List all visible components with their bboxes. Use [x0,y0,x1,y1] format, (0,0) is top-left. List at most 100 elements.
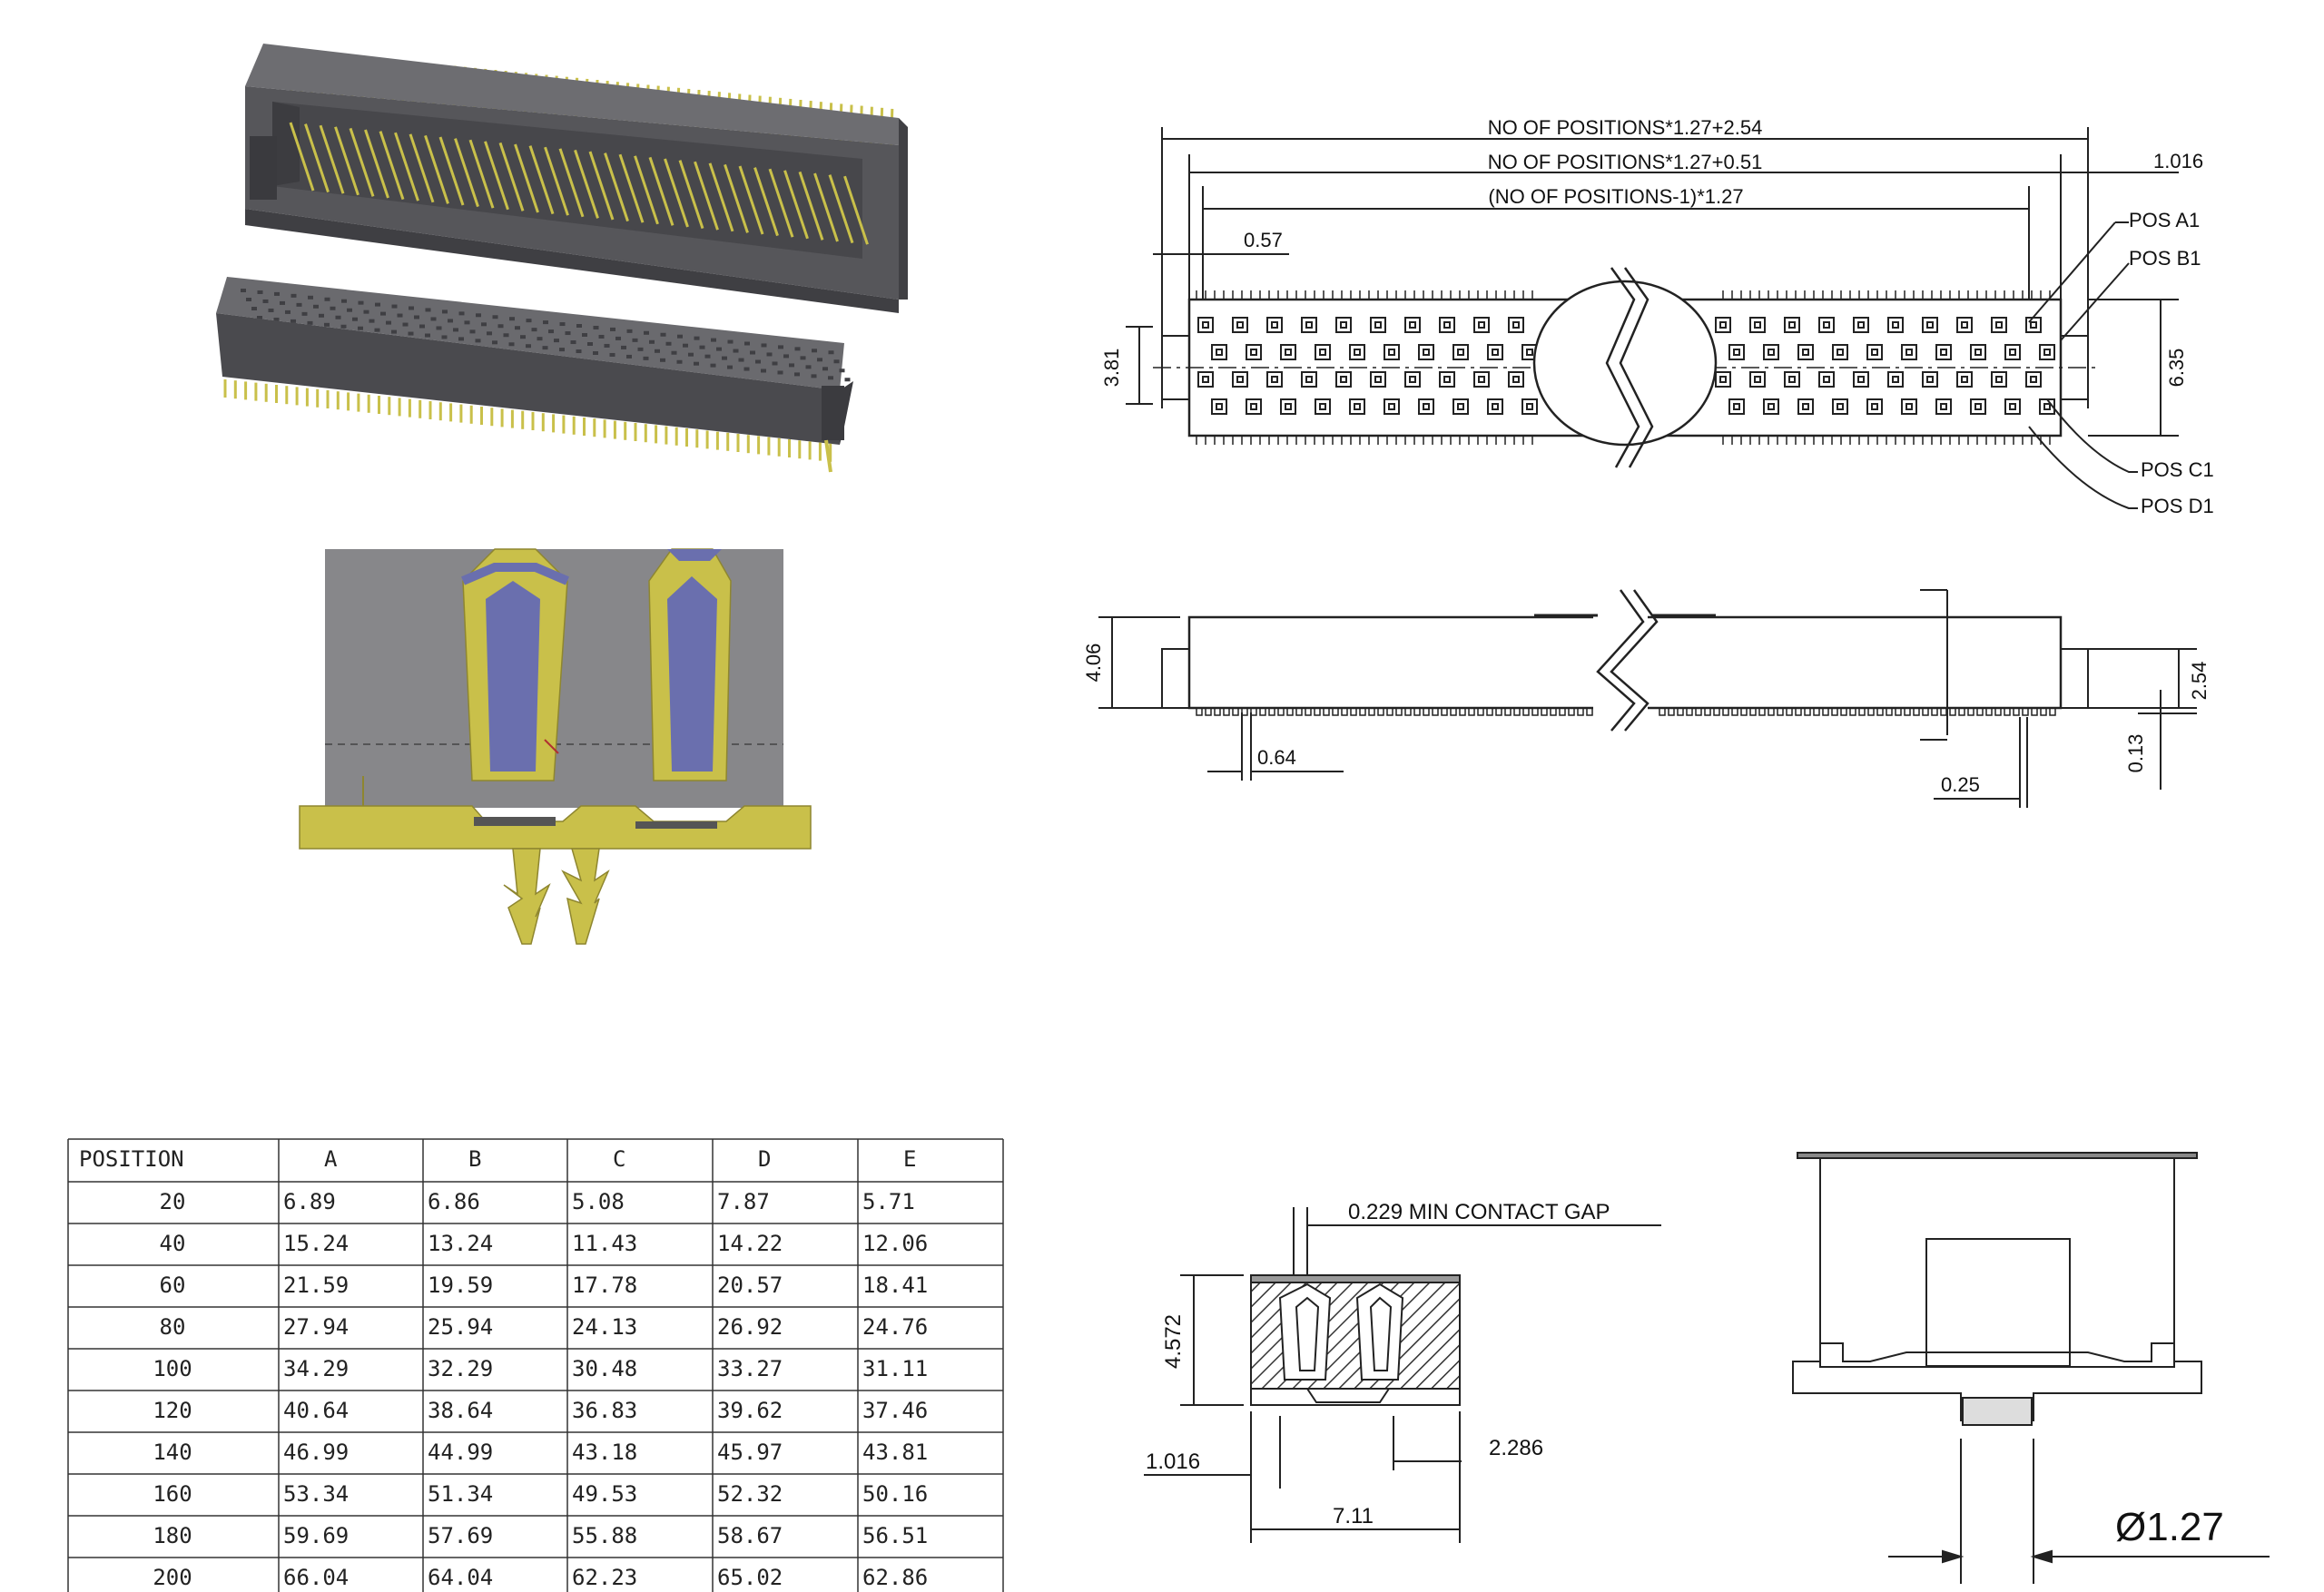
side-tooth [1822,708,1829,716]
side-tooth [1922,708,1929,716]
side-tooth [1577,708,1584,716]
label-pos-d1: POS D1 [2141,495,2214,517]
header-inner-contact [409,133,435,203]
contact-cell [1301,317,1317,333]
contact-cell [2004,398,2021,415]
contact-cell [1418,344,1434,360]
contact-cell-inner [1457,349,1464,356]
side-tooth [1277,708,1285,716]
contact-cell [1232,317,1248,333]
side-tooth [1568,708,1575,716]
receptacle-hole [794,372,800,377]
table-cell: 58.67 [717,1523,783,1548]
receptacle-hole [308,295,313,300]
contact-cell-inner [1823,321,1830,329]
side-tooth [1241,708,1248,716]
header-inner-contact [574,149,599,219]
contact-cell [1404,317,1421,333]
contact-cell [1991,371,2007,388]
side-tooth [1731,708,1738,716]
table-cell: 39.62 [717,1398,783,1423]
receptacle-hole [655,349,660,353]
contact-cell-inner [1768,403,1775,410]
contact-cell-inner [1388,403,1395,410]
contact-cell-inner [1250,403,1257,410]
contact-cell-inner [1388,349,1395,356]
side-tooth [1368,708,1375,716]
table-cell: 25.94 [428,1314,493,1340]
receptacle-hole [570,340,576,345]
side-tooth [1531,708,1539,716]
receptacle-hole [520,335,526,339]
table-cell: 26.92 [717,1314,783,1340]
receptacle-hole [475,339,481,343]
contact-cell [1439,317,1455,333]
contact-cell-inner [1354,349,1361,356]
receptacle-hole [358,326,363,330]
contact-cell-inner [1305,321,1313,329]
table-header-cell: C [613,1146,625,1172]
receptacle-hole [576,349,582,354]
contact-cell-inner [1926,321,1934,329]
dim-013: 0.13 [2124,734,2147,773]
dim-711: 7.11 [1333,1504,1374,1528]
side-tooth [1377,708,1384,716]
receptacle-hole [448,319,453,323]
receptacle-hole [280,300,285,305]
receptacle-hole [330,306,336,310]
contact-cell [1970,398,1986,415]
side-tooth [1895,708,1902,716]
dim-contact-gap: 0.229 MIN CONTACT GAP [1348,1200,1610,1224]
side-tooth [1722,708,1729,716]
header-inner-contact [813,172,839,242]
side-tooth [1359,708,1366,716]
side-tooth [1985,708,1993,716]
side-tooth [1949,708,1956,716]
side-tooth [1550,708,1557,716]
contact-cell-inner [1354,403,1361,410]
receptacle-hole [290,319,296,323]
header-inner-contact [484,141,509,211]
side-tooth [2040,708,2047,716]
table-cell: 40.64 [283,1398,349,1423]
header-inner-contact [618,153,645,223]
contact-cell [1991,317,2007,333]
contact-cell [1901,398,1917,415]
receptacle-hole [542,346,548,350]
contact-cell-inner [1940,349,1947,356]
receptacle-hole [425,333,430,338]
side-tooth [1813,708,1820,716]
contact-cell-inner [1443,376,1451,383]
receptacle-hole [543,320,548,325]
dim-254: 2.54 [2188,662,2211,701]
receptacle-hole [290,293,297,298]
receptacle-connector-render [216,277,853,473]
contact-cell-inner [1940,403,1947,410]
contact-cell-inner [1319,349,1326,356]
contact-cell-inner [1823,376,1830,383]
side-tooth [1704,708,1711,716]
contact-cell-inner [1526,349,1533,356]
receptacle-hole [515,326,520,330]
table-cell: 180 [153,1523,192,1548]
receptacle-hole [822,367,828,371]
contact-cell-inner [1409,321,1416,329]
table-cell: 40 [160,1231,186,1256]
table-cell: 120 [153,1398,192,1423]
receptacle-hole [425,308,431,312]
contact-cell [1922,371,1938,388]
contact-cell-inner [1995,376,2003,383]
contact-cell [1266,317,1283,333]
receptacle-hole [436,326,442,330]
contact-cell [1508,371,1524,388]
header-inner-contact [753,167,779,237]
contact-cell [1728,398,1745,415]
table-cell: 20 [160,1189,186,1214]
receptacle-hole [833,359,840,364]
table-cell: 62.23 [572,1565,637,1590]
receptacle-hole [716,347,722,351]
contact-cell [1715,371,1731,388]
label-pos-a1: POS A1 [2129,209,2200,231]
contact-cell-inner [1719,376,1727,383]
